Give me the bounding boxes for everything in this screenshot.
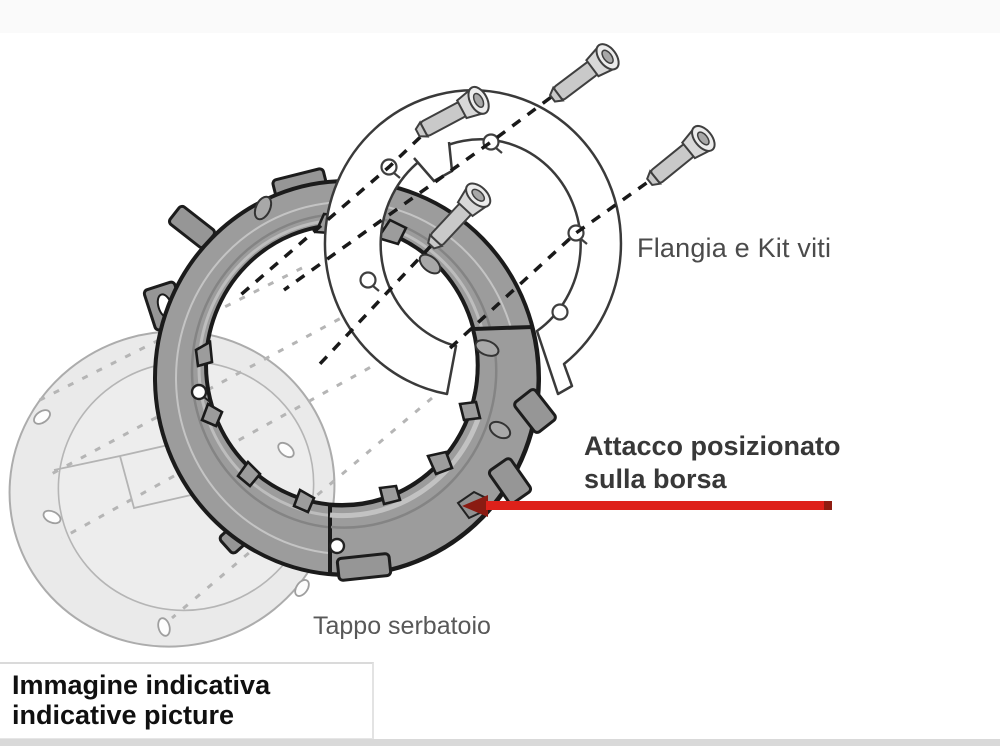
screw (548, 43, 620, 103)
ring-front-bevel-light (329, 418, 481, 519)
bag-mount-label-line1: Attacco posizionato (584, 431, 841, 461)
black-dashed-line (235, 122, 436, 300)
ring-notch (236, 459, 262, 488)
flange-body (323, 89, 623, 396)
flange-hole (551, 303, 569, 321)
flange-kit-label: Flangia e Kit viti (637, 233, 832, 263)
bag-mount-label-line2: sulla borsa (584, 464, 727, 494)
ring-notch (458, 400, 482, 422)
gray-dashed-line (31, 266, 303, 406)
cap-hole (42, 509, 62, 525)
ring-notch (292, 488, 316, 514)
bottom-background-strip (0, 739, 1000, 746)
ring-front-tabs (335, 388, 557, 582)
ring-keyhole (328, 537, 346, 555)
ring-notch (375, 218, 408, 246)
bag-mount-label: Attacco posizionato sulla borsa (584, 430, 841, 496)
flange-hole (359, 271, 377, 289)
ring-front-bevel (330, 343, 498, 529)
flange-hole-tail (495, 147, 503, 154)
screw (414, 85, 490, 138)
ring-boss (474, 339, 500, 357)
annotation-pointer-line-end (824, 501, 832, 510)
tank-cap-label: Tappo serbatoio (313, 612, 491, 640)
ring-notch (426, 450, 454, 476)
flange-hole-tail (393, 172, 401, 179)
ring-notch (200, 402, 224, 428)
annotation-pointer-line (486, 501, 824, 510)
screw-kit (414, 43, 716, 250)
ring-boss (418, 253, 442, 275)
ring-tab (335, 552, 393, 582)
tank-cap-screw-holes (33, 409, 310, 637)
cap-hole (277, 441, 295, 459)
flange-hole-tail (372, 285, 380, 292)
watermark-line1: Immagine indicativa (12, 670, 271, 700)
screw (646, 124, 716, 187)
top-background-strip (0, 0, 1000, 33)
ring-keyhole-tail (203, 396, 211, 403)
ring-boss (488, 420, 512, 440)
black-dashed-line (316, 230, 446, 368)
cap-hole (33, 409, 51, 425)
annotation-pointer (462, 495, 832, 517)
pointer-arrowhead (462, 495, 488, 517)
watermark-line2: indicative picture (12, 700, 235, 730)
watermark-box: Immagine indicativa indicative picture (0, 662, 374, 739)
ring-keyhole (190, 383, 208, 401)
ring-notch (194, 339, 214, 368)
ring-tab (487, 457, 533, 505)
cap-hole (157, 617, 171, 637)
ring-front-notches (378, 400, 482, 506)
cap-hole (294, 579, 310, 597)
screw (427, 182, 492, 250)
ring-notch (378, 484, 402, 506)
flange-hole-tail (580, 238, 588, 245)
alignment-dashes-upper (235, 84, 664, 368)
ring-boss (253, 195, 273, 221)
ring-tab (513, 388, 557, 434)
